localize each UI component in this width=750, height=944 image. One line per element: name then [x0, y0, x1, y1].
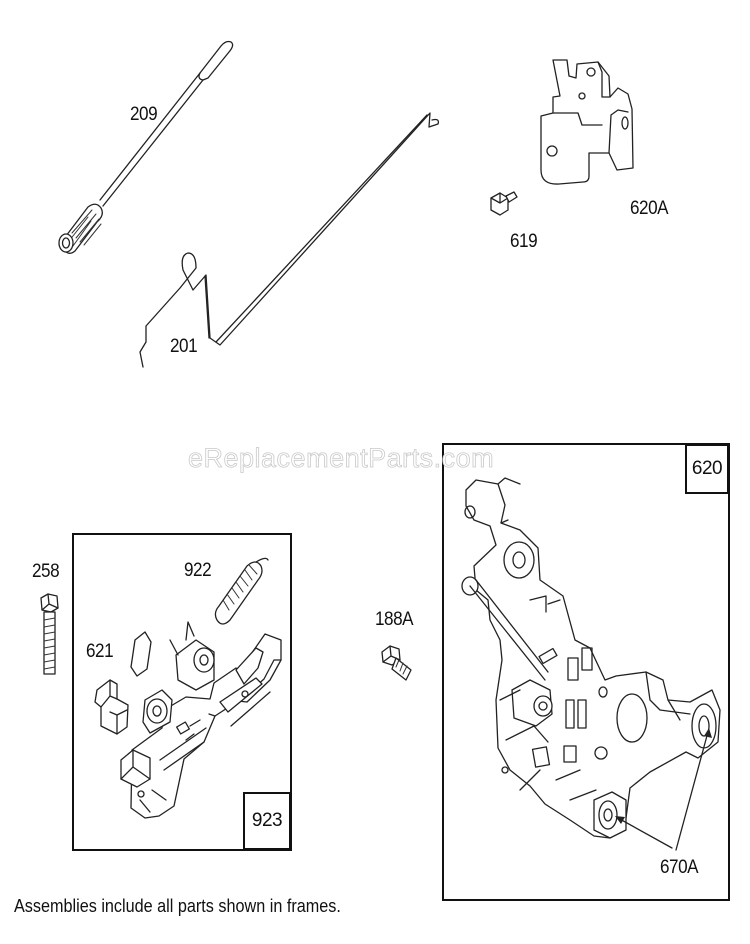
label-part-258[interactable]: 258: [32, 561, 60, 582]
part-619-screw[interactable]: [490, 191, 518, 216]
part-620-control-plate-assembly[interactable]: [461, 477, 721, 839]
label-part-619[interactable]: 619: [510, 231, 538, 252]
frame-label-620[interactable]: 620: [685, 444, 729, 494]
label-part-209[interactable]: 209: [130, 104, 158, 125]
label-part-188A[interactable]: 188A: [375, 609, 414, 630]
label-part-922[interactable]: 922: [184, 560, 212, 581]
frame-label-923[interactable]: 923: [243, 792, 291, 850]
frame-923: [72, 533, 292, 851]
part-621-clip[interactable]: [94, 679, 129, 735]
label-part-201[interactable]: 201: [170, 336, 198, 357]
part-209-governor-spring[interactable]: [58, 40, 234, 254]
assemblies-footnote: Assemblies include all parts shown in fr…: [14, 896, 341, 916]
frame-620: [442, 443, 730, 901]
part-258-bolt[interactable]: [40, 593, 59, 675]
label-part-621[interactable]: 621: [86, 641, 114, 662]
part-922-spring[interactable]: [214, 557, 269, 625]
part-620A-bracket[interactable]: [540, 59, 634, 185]
part-188A-screw[interactable]: [381, 645, 412, 681]
part-923-control-bracket-assembly[interactable]: [120, 621, 282, 819]
part-201-governor-link[interactable]: [139, 112, 440, 368]
watermark-text: eReplacementParts.com: [188, 443, 495, 474]
label-part-620A[interactable]: 620A: [630, 198, 669, 219]
leader-lines-670A: [615, 728, 712, 851]
label-part-670A[interactable]: 670A: [660, 857, 699, 878]
